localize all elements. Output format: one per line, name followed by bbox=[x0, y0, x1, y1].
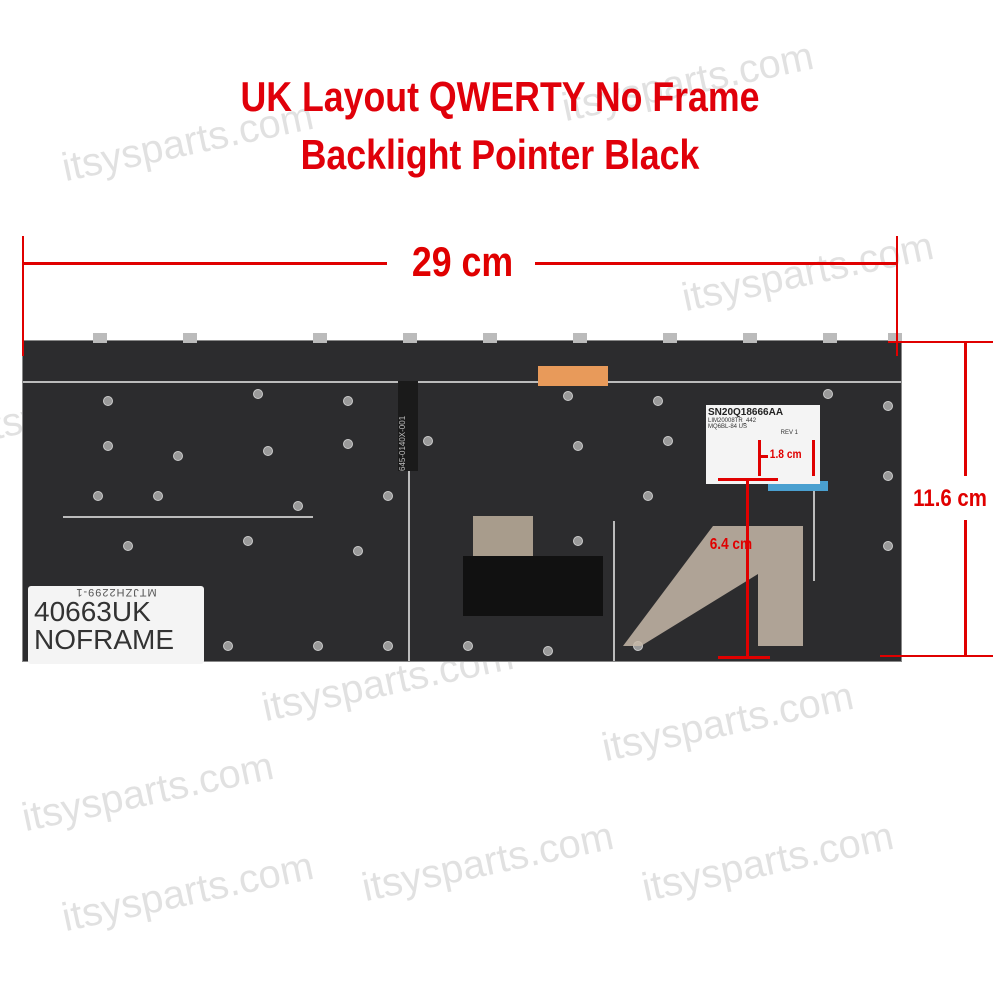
watermark: itsysparts.com bbox=[18, 743, 278, 841]
backlight-panel bbox=[463, 556, 603, 616]
watermark: itsysparts.com bbox=[358, 813, 618, 911]
title-line-2: Backlight Pointer Black bbox=[300, 131, 700, 178]
width-dimension-line bbox=[22, 262, 387, 265]
top-strip bbox=[23, 341, 901, 383]
height-dimension-line bbox=[964, 341, 967, 476]
title-line-1: UK Layout QWERTY No Frame bbox=[240, 73, 760, 120]
pointer-bracket bbox=[473, 516, 533, 556]
watermark: itsysparts.com bbox=[58, 843, 318, 941]
connector-tape bbox=[538, 366, 608, 386]
width-label: 29 cm bbox=[411, 238, 514, 285]
cable-connector bbox=[768, 481, 828, 491]
watermark: itsysparts.com bbox=[598, 673, 858, 771]
cable-width-label: 1.8 cm bbox=[769, 447, 802, 461]
height-label: 11.6 cm bbox=[907, 485, 993, 513]
cable-label: 645-0140X-001 bbox=[398, 381, 418, 471]
cable-length-line bbox=[746, 478, 749, 658]
watermark: itsysparts.com bbox=[638, 813, 898, 911]
device-label: SN20Q18666AA LIM20008TR_442 MQ6BL-84 US … bbox=[706, 405, 820, 484]
cable-length-label: 6.4 cm bbox=[709, 536, 753, 553]
watermark: itsysparts.com bbox=[678, 223, 938, 321]
product-label: MTJZH2299-1 40663UK NOFRAME bbox=[28, 586, 204, 664]
